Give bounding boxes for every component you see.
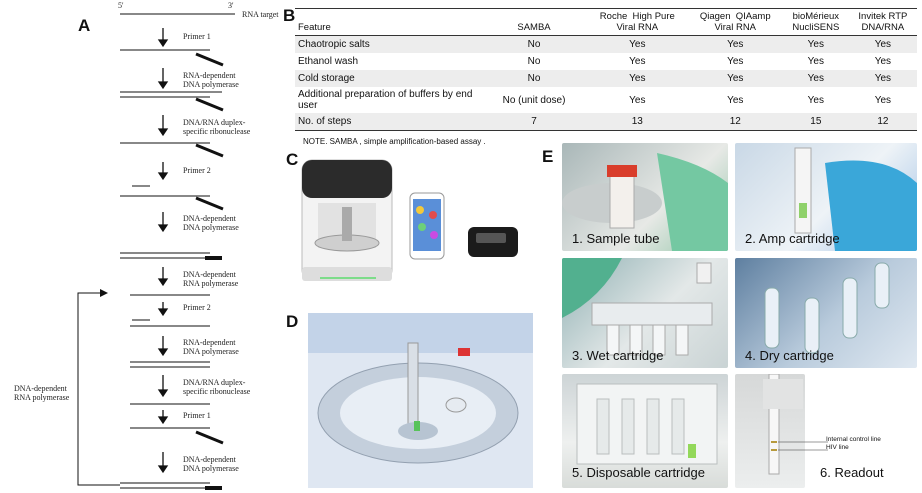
table-cell: Yes xyxy=(687,70,783,87)
column-header: Invitek RTP DNA/RNA xyxy=(848,8,917,36)
photo-caption: 6. Readout xyxy=(820,465,884,480)
table-row: No. of steps 7 13 12 15 12 xyxy=(295,113,917,131)
column-header: Qiagen QIAamp Viral RNA xyxy=(687,8,783,36)
step-label: RNA-dependent DNA polymerase xyxy=(183,338,239,356)
column-header: Feature xyxy=(295,8,481,36)
table-cell: No (unit dose) xyxy=(502,94,566,106)
step-label: Primer 2 xyxy=(183,166,211,175)
table-cell: Yes xyxy=(587,70,688,87)
step-label: DNA-dependent DNA polymerase xyxy=(183,455,239,473)
comparison-table: Feature SAMBA Roche High Pure Viral RNA … xyxy=(295,8,917,146)
dry-cartridge-photo: 4. Dry cartridge xyxy=(735,258,917,368)
table-note: NOTE. SAMBA , simple amplification-based… xyxy=(303,137,486,146)
table-row: Chaotropic salts No Yes Yes Yes Yes xyxy=(295,35,917,53)
table-row: Ethanol wash No Yes Yes Yes Yes xyxy=(295,53,917,70)
table-cell: Yes xyxy=(874,94,892,106)
table-cell: Yes xyxy=(874,56,892,67)
amp-cartridge-photo: 2. Amp cartridge xyxy=(735,143,917,251)
column-header: Roche High Pure Viral RNA xyxy=(587,8,688,36)
table-cell: Yes xyxy=(848,35,917,53)
panel-label-c: C xyxy=(286,150,299,169)
samba-cartridge-photo xyxy=(308,313,533,488)
five-prime-label: 5' xyxy=(118,1,124,10)
photo-caption: 4. Dry cartridge xyxy=(745,348,834,363)
panel-a-samba-diagram: A xyxy=(0,0,290,493)
panel-label-e: E xyxy=(542,147,554,166)
table-cell: Yes xyxy=(727,56,744,67)
table-cell: Yes xyxy=(782,70,849,87)
table-cell: Yes xyxy=(807,94,824,106)
table-cell: 7 xyxy=(481,113,587,131)
table-cell: 15 xyxy=(782,113,849,131)
panel-label-a: A xyxy=(78,16,91,35)
disposable-cartridge-photo: 5. Disposable cartridge xyxy=(562,374,728,488)
step-label: RNA-dependent DNA polymerase xyxy=(183,71,239,89)
samba-amplification-diagram xyxy=(77,13,235,490)
step-label: DNA-dependent RNA polymerase xyxy=(183,270,239,288)
table-cell: Yes xyxy=(807,56,824,67)
table-cell: 12 xyxy=(687,113,783,131)
table-cell: No xyxy=(527,56,541,67)
table-cell: 13 xyxy=(587,113,688,131)
table-cell: No. of steps xyxy=(295,113,481,131)
table-cell: No xyxy=(481,35,587,53)
table-cell: Ethanol wash xyxy=(298,56,359,67)
table-cell: Yes xyxy=(687,35,783,53)
sample-tube-photo: 1. Sample tube xyxy=(562,143,728,251)
table-cell: Chaotropic salts xyxy=(295,35,481,53)
step-label: DNA/RNA duplex- specific ribonuclease xyxy=(183,118,251,136)
table-cell: Additional preparation of buffers by end… xyxy=(298,89,473,111)
panel-label-b: B xyxy=(283,6,296,25)
table-cell: Yes xyxy=(629,56,646,67)
three-prime-label: 3' xyxy=(228,1,234,10)
table-cell: Yes xyxy=(629,94,646,106)
readout-label-hiv: HIV line xyxy=(826,444,849,451)
column-header: SAMBA xyxy=(481,8,587,36)
table-cell: 12 xyxy=(848,113,917,131)
step-label: Primer 1 xyxy=(183,411,211,420)
photo-caption: 1. Sample tube xyxy=(572,231,660,246)
photo-caption: 5. Disposable cartridge xyxy=(572,465,705,480)
photo-caption: 3. Wet cartridge xyxy=(572,348,664,363)
wet-cartridge-photo: 3. Wet cartridge xyxy=(562,258,728,368)
rna-target-label: RNA target xyxy=(242,10,279,19)
loop-label: DNA-dependent RNA polymerase xyxy=(14,384,70,402)
samba-instrument-image xyxy=(301,159,518,281)
table-row: Additional preparation of buffers by end… xyxy=(295,87,917,113)
readout-pointer-lines xyxy=(778,441,828,451)
step-label: Primer 2 xyxy=(183,303,211,312)
table-cell: Yes xyxy=(727,94,744,106)
table-cell: Yes xyxy=(782,35,849,53)
table-cell: Cold storage xyxy=(295,70,481,87)
table-cell: Yes xyxy=(848,70,917,87)
readout-label-control: Internal control line xyxy=(826,436,881,443)
table-cell: No xyxy=(481,70,587,87)
panel-label-d: D xyxy=(286,312,299,331)
step-label: Primer 1 xyxy=(183,32,211,41)
step-label: DNA/RNA duplex- specific ribonuclease xyxy=(183,378,251,396)
table-row: Cold storage No Yes Yes Yes Yes xyxy=(295,70,917,87)
column-header: bioMérieux NucliSENS xyxy=(782,8,849,36)
readout-photo xyxy=(735,374,805,488)
table-cell: Yes xyxy=(587,35,688,53)
photo-caption: 2. Amp cartridge xyxy=(745,231,840,246)
step-label: DNA-dependent DNA polymerase xyxy=(183,214,239,232)
